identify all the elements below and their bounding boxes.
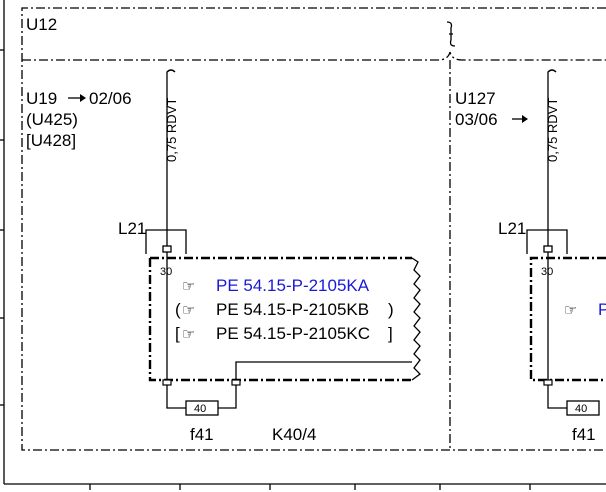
pin-number: 30	[160, 266, 172, 278]
wire-break-icon	[166, 69, 176, 80]
pointing-hand-icon: ☞	[182, 325, 195, 343]
connector-pin	[162, 379, 172, 386]
component-box	[148, 256, 421, 382]
wire-label: 0,75 RDVT	[545, 98, 560, 162]
variant-date: 02/06	[89, 89, 132, 108]
arrow-right-icon	[68, 94, 86, 102]
variant-code: U19	[26, 89, 57, 108]
wire-break-icon	[446, 21, 456, 47]
reference-link-ka[interactable]: ☞ PE 54.15-P-2105KA	[182, 276, 370, 295]
reference-text[interactable]: P	[598, 300, 606, 319]
zone-label: U12	[26, 15, 57, 34]
connector-pin	[543, 245, 553, 253]
reference-text[interactable]: PE 54.15-P-2105KC	[216, 324, 370, 343]
reference-suffix: )	[388, 300, 394, 319]
fuse-value: 40	[575, 403, 587, 415]
connector-bracket	[526, 229, 568, 254]
connector-pin	[162, 245, 172, 253]
reference-prefix: (	[175, 300, 181, 319]
reference-link-kc[interactable]: [ ☞ PE 54.15-P-2105KC ]	[175, 324, 393, 343]
wire	[235, 361, 412, 382]
reference-link-kb[interactable]: ( ☞ PE 54.15-P-2105KB )	[175, 300, 394, 319]
pointing-hand-icon: ☞	[182, 277, 195, 295]
zone-frame	[21, 7, 606, 451]
connector-pin	[543, 379, 553, 386]
fuse	[185, 400, 219, 416]
reference-text[interactable]: PE 54.15-P-2105KA	[216, 276, 370, 295]
pointing-hand-icon: ☞	[564, 301, 577, 319]
connector-bracket	[145, 229, 187, 254]
fuse	[566, 400, 600, 416]
variant-code: U127	[455, 89, 496, 108]
component-name: K40/4	[272, 425, 316, 444]
wire-break-icon	[547, 69, 557, 80]
connector-label: L21	[118, 219, 146, 238]
wire	[166, 385, 237, 409]
reference-link-partial[interactable]: ☞ P	[564, 300, 606, 319]
fuse-value: 40	[194, 403, 206, 415]
fuse-name: f41	[190, 425, 214, 444]
wire-label: 0,75 RDVT	[164, 98, 179, 162]
variant-date: 03/06	[455, 110, 498, 129]
pin-number: 30	[541, 266, 553, 278]
variant-alt: (U425)	[26, 110, 78, 129]
arrow-right-icon	[512, 115, 528, 123]
fuse-name: f41	[572, 425, 596, 444]
connector-pin	[231, 379, 241, 386]
variant-alt2: [U428]	[26, 131, 76, 150]
component-box	[529, 256, 606, 382]
reference-prefix: [	[175, 324, 180, 343]
reference-text[interactable]: PE 54.15-P-2105KB	[216, 300, 369, 319]
pointing-hand-icon: ☞	[182, 301, 195, 319]
reference-suffix: ]	[388, 324, 393, 343]
connector-label: L21	[498, 219, 526, 238]
wire	[547, 385, 567, 409]
